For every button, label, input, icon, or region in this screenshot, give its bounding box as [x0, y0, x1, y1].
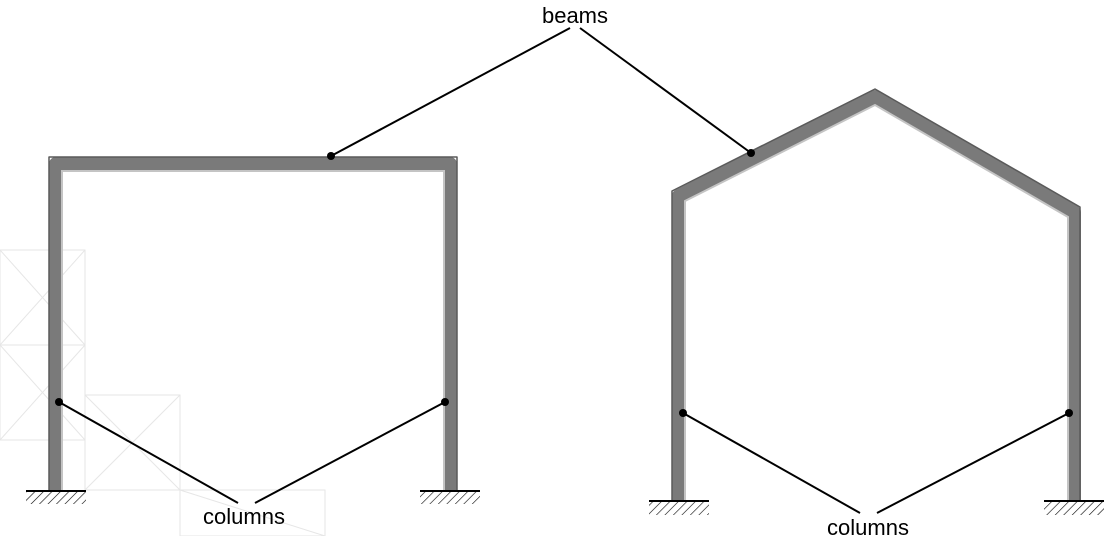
columns-right-leader-b	[876, 412, 1070, 514]
columns-right-label: columns	[827, 515, 909, 536]
frame-left-outer-edge	[48, 156, 458, 490]
beams-label: beams	[542, 3, 608, 28]
frame-left-inner-highlight	[61, 170, 445, 490]
portal-frame-left	[26, 156, 480, 504]
columns-left-point-a	[55, 398, 63, 406]
beams-leader-left	[330, 27, 571, 157]
support-right-a	[649, 500, 709, 515]
beams-callout: beams	[327, 3, 755, 160]
columns-callout-right: columns	[679, 409, 1073, 536]
columns-right-point-a	[679, 409, 687, 417]
columns-left-point-b	[441, 398, 449, 406]
columns-left-leader-a	[58, 401, 239, 504]
beams-point-left	[327, 152, 335, 160]
columns-left-label: columns	[203, 504, 285, 529]
support-left-a	[26, 490, 86, 504]
beams-point-right	[747, 149, 755, 157]
columns-left-leader-b	[254, 401, 446, 504]
frame-left-member	[49, 157, 457, 490]
columns-callout-left: columns	[55, 398, 449, 529]
frame-right-inner-highlight	[684, 103, 1069, 500]
frame-right-member	[672, 90, 1081, 500]
support-right-b	[1044, 500, 1104, 515]
support-left-b	[420, 490, 480, 504]
beams-leader-right	[579, 27, 752, 154]
columns-right-point-b	[1065, 409, 1073, 417]
columns-right-leader-a	[682, 412, 861, 514]
gable-frame-right	[649, 88, 1104, 515]
frame-right-outer-edge	[671, 88, 1081, 500]
